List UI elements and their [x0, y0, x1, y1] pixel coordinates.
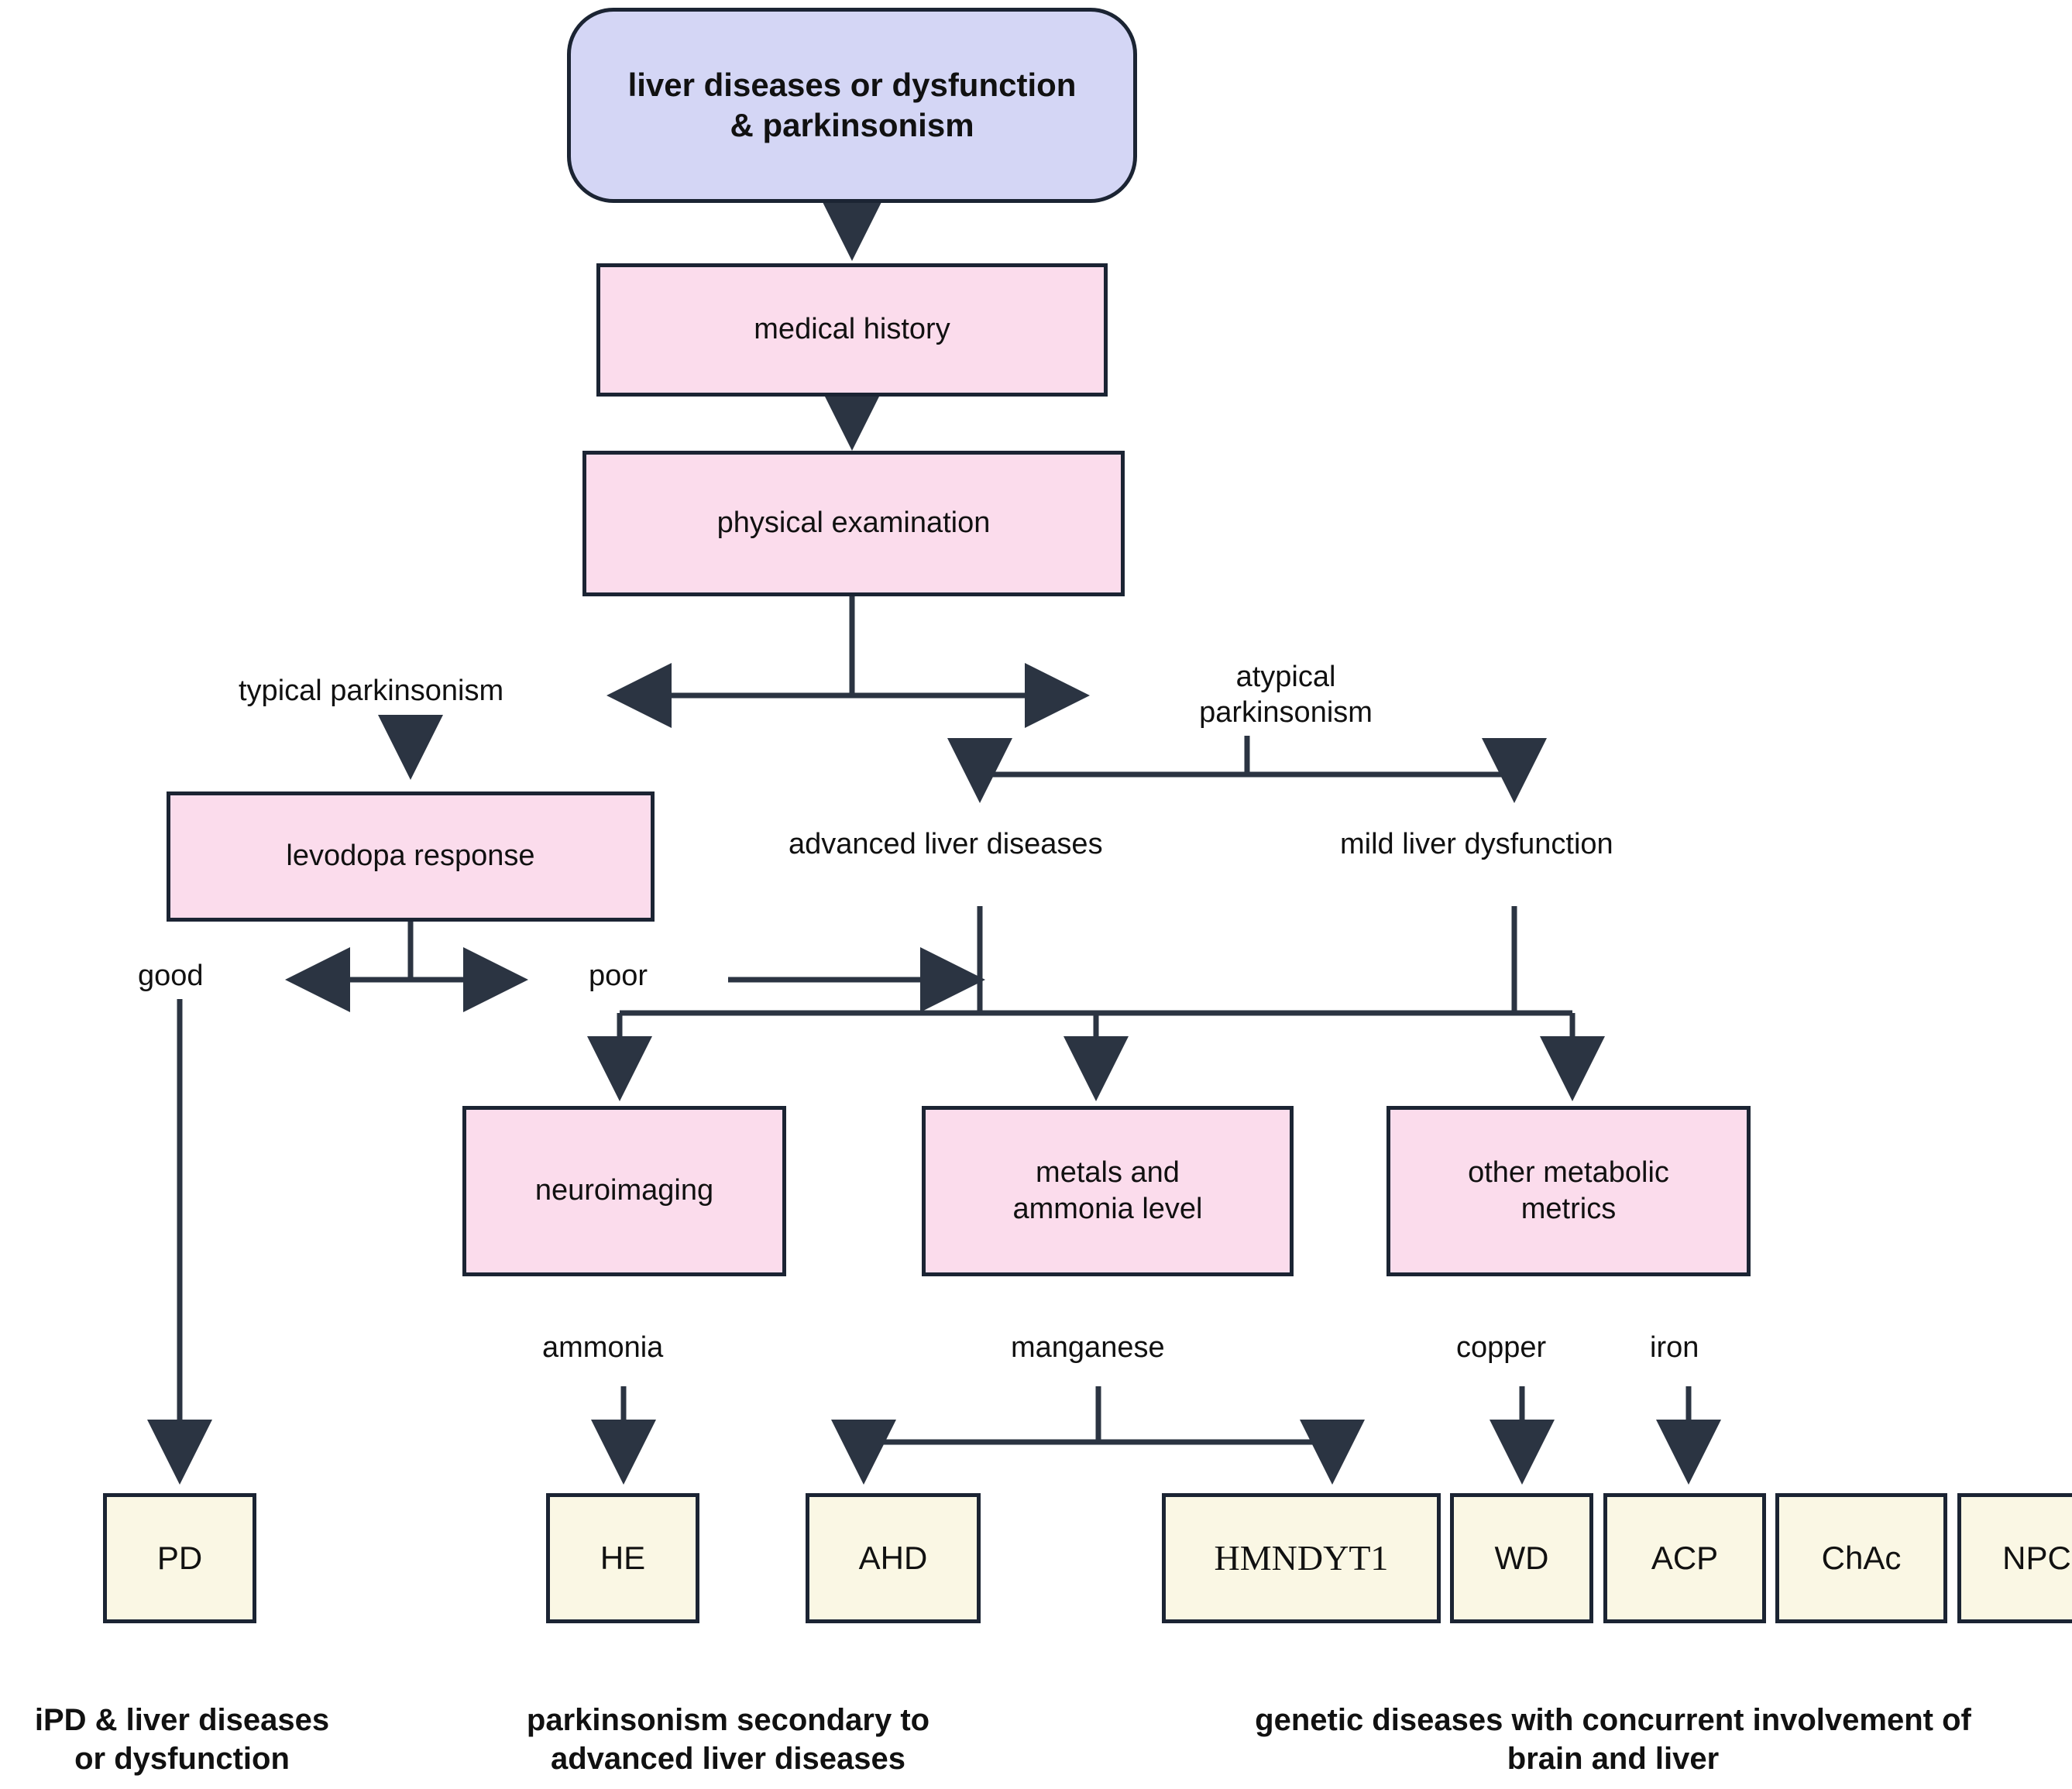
node-outcome-acp-label: ACP: [1651, 1539, 1719, 1576]
node-start-line1: liver diseases or dysfunction: [627, 66, 1077, 103]
edge-label-poor: poor: [589, 960, 648, 992]
node-metals-ammonia[interactable]: metals and ammonia level: [922, 1106, 1294, 1276]
edge-label-atypical-line2: parkinsonism: [1199, 695, 1373, 729]
caption-ipd: iPD & liver diseases or dysfunction: [0, 1701, 364, 1778]
node-medical-history[interactable]: medical history: [596, 263, 1108, 397]
node-outcome-ahd-label: AHD: [858, 1539, 928, 1576]
node-start[interactable]: liver diseases or dysfunction & parkinso…: [567, 8, 1137, 203]
node-other-metabolic-line1: other metabolic: [1468, 1155, 1669, 1189]
caption-genetic: genetic diseases with concurrent involve…: [1154, 1701, 2072, 1778]
node-outcome-npc-label: NPC: [2002, 1539, 2071, 1576]
node-medical-history-label: medical history: [754, 313, 950, 346]
edge-label-copper: copper: [1456, 1331, 1547, 1364]
node-outcome-wd[interactable]: WD: [1450, 1493, 1593, 1623]
edge-label-manganese: manganese: [1011, 1331, 1165, 1364]
node-physical-examination-label: physical examination: [716, 506, 991, 540]
node-outcome-chac-label: ChAc: [1821, 1539, 1902, 1576]
node-outcome-hmndyt1-label: HMNDYT1: [1214, 1538, 1389, 1578]
node-neuroimaging-label: neuroimaging: [534, 1174, 714, 1207]
caption-ipd-line1: iPD & liver diseases: [34, 1703, 330, 1737]
caption-ipd-line2: or dysfunction: [74, 1742, 290, 1776]
node-start-line2: & parkinsonism: [730, 107, 974, 143]
node-outcome-ahd[interactable]: AHD: [806, 1493, 981, 1623]
caption-secondary: parkinsonism secondary to advanced liver…: [480, 1701, 976, 1778]
edge-label-iron: iron: [1650, 1331, 1699, 1364]
caption-secondary-line2: advanced liver diseases: [550, 1742, 906, 1776]
node-other-metabolic-line2: metrics: [1520, 1193, 1617, 1225]
edge-label-mild-liver-dysfunction: mild liver dysfunction: [1340, 828, 1613, 860]
node-other-metabolic[interactable]: other metabolic metrics: [1386, 1106, 1751, 1276]
edge-label-advanced-liver-diseases: advanced liver diseases: [789, 828, 1103, 860]
node-levodopa-response-label: levodopa response: [286, 840, 535, 873]
caption-secondary-line1: parkinsonism secondary to: [526, 1703, 930, 1737]
edge-label-good: good: [138, 960, 204, 992]
edge-label-ammonia: ammonia: [542, 1331, 664, 1364]
node-outcome-pd-label: PD: [156, 1539, 203, 1576]
node-metals-line2: ammonia level: [1012, 1193, 1203, 1225]
node-outcome-acp[interactable]: ACP: [1603, 1493, 1766, 1623]
node-outcome-hmndyt1[interactable]: HMNDYT1: [1162, 1493, 1441, 1623]
caption-genetic-line1: genetic diseases with concurrent involve…: [1255, 1703, 1971, 1737]
node-outcome-he-label: HE: [600, 1539, 646, 1576]
node-levodopa-response[interactable]: levodopa response: [167, 791, 655, 922]
edge-label-atypical-parkinsonism: atypical parkinsonism: [1185, 660, 1386, 730]
node-metals-line1: metals and: [1036, 1155, 1180, 1189]
edge-label-atypical-line1: atypical: [1235, 661, 1336, 693]
node-outcome-he[interactable]: HE: [546, 1493, 699, 1623]
node-neuroimaging[interactable]: neuroimaging: [462, 1106, 786, 1276]
node-outcome-chac[interactable]: ChAc: [1775, 1493, 1947, 1623]
edge-label-typical-parkinsonism: typical parkinsonism: [239, 675, 504, 707]
node-outcome-pd[interactable]: PD: [103, 1493, 256, 1623]
node-outcome-npc[interactable]: NPC: [1957, 1493, 2072, 1623]
node-outcome-wd-label: WD: [1494, 1539, 1549, 1576]
caption-genetic-line2: brain and liver: [1507, 1742, 1720, 1776]
node-physical-examination[interactable]: physical examination: [582, 451, 1125, 596]
